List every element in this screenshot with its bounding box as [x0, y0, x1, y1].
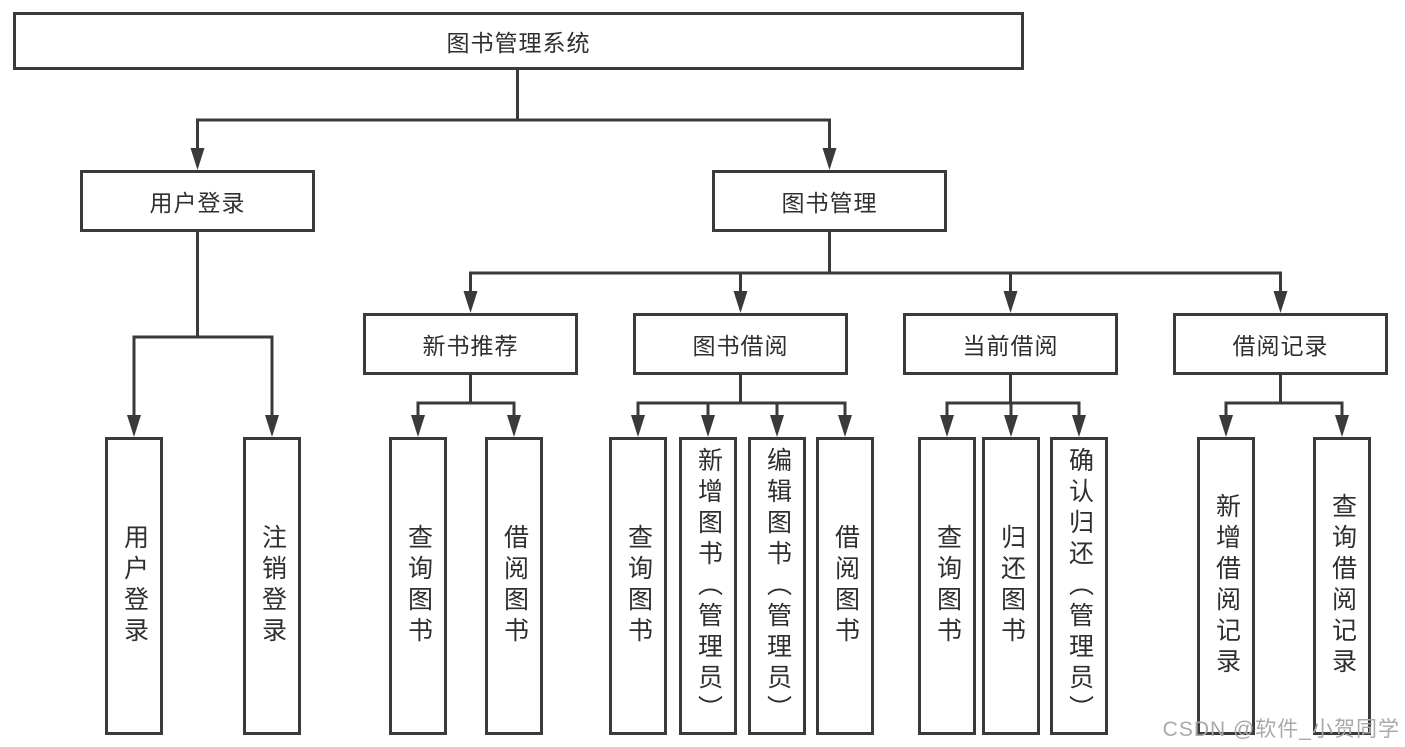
leaf-query-books-current: 查询图书	[918, 437, 976, 735]
leaf-add-borrow-record: 新增借阅记录	[1197, 437, 1255, 735]
leaf-query-books-borrowing-label: 查询图书	[624, 524, 653, 648]
node-current-borrowing-label: 当前借阅	[962, 333, 1059, 359]
leaf-query-borrow-record-label: 查询借阅记录	[1328, 493, 1357, 679]
leaf-query-borrow-record: 查询借阅记录	[1313, 437, 1371, 735]
leaf-edit-books-admin-label: 编辑图书（管理员）	[763, 446, 792, 726]
leaf-return-books-label: 归还图书	[997, 524, 1026, 648]
leaf-add-books-admin-label: 新增图书（管理员）	[694, 446, 723, 726]
leaf-borrow-books-borrowing: 借阅图书	[816, 437, 874, 735]
node-new-book-recommend: 新书推荐	[363, 313, 578, 375]
leaf-return-books: 归还图书	[982, 437, 1040, 735]
leaf-add-borrow-record-label: 新增借阅记录	[1212, 493, 1241, 679]
leaf-user-login: 用户登录	[105, 437, 163, 735]
leaf-query-books-borrowing: 查询图书	[609, 437, 667, 735]
csdn-watermark: CSDN @软件_小贺同学	[1162, 718, 1400, 741]
node-book-management: 图书管理	[712, 170, 947, 232]
arrowheads	[127, 148, 1349, 437]
node-new-book-recommend-label: 新书推荐	[422, 333, 519, 359]
node-user-login-label: 用户登录	[149, 190, 246, 216]
node-book-borrowing: 图书借阅	[633, 313, 848, 375]
node-current-borrowing: 当前借阅	[903, 313, 1118, 375]
node-borrowing-records-label: 借阅记录	[1232, 333, 1329, 359]
node-user-login: 用户登录	[80, 170, 315, 232]
leaf-confirm-return-admin-label: 确认归还（管理员）	[1065, 446, 1094, 726]
leaf-user-login-label: 用户登录	[120, 524, 149, 648]
node-book-borrowing-label: 图书借阅	[692, 333, 789, 359]
leaf-query-books-recommend: 查询图书	[389, 437, 447, 735]
leaf-confirm-return-admin: 确认归还（管理员）	[1050, 437, 1108, 735]
leaf-logout-login-label: 注销登录	[258, 524, 287, 648]
connector-paths	[132, 70, 1344, 417]
root-node-library-system: 图书管理系统	[13, 12, 1024, 70]
node-book-management-label: 图书管理	[781, 190, 878, 216]
leaf-borrow-books-borrowing-label: 借阅图书	[831, 524, 860, 648]
leaf-edit-books-admin: 编辑图书（管理员）	[748, 437, 806, 735]
root-node-label: 图书管理系统	[446, 30, 591, 56]
node-borrowing-records: 借阅记录	[1173, 313, 1388, 375]
leaf-borrow-books-recommend-label: 借阅图书	[500, 524, 529, 648]
leaf-query-books-current-label: 查询图书	[933, 524, 962, 648]
leaf-query-books-recommend-label: 查询图书	[404, 524, 433, 648]
leaf-logout-login: 注销登录	[243, 437, 301, 735]
leaf-add-books-admin: 新增图书（管理员）	[679, 437, 737, 735]
leaf-borrow-books-recommend: 借阅图书	[485, 437, 543, 735]
